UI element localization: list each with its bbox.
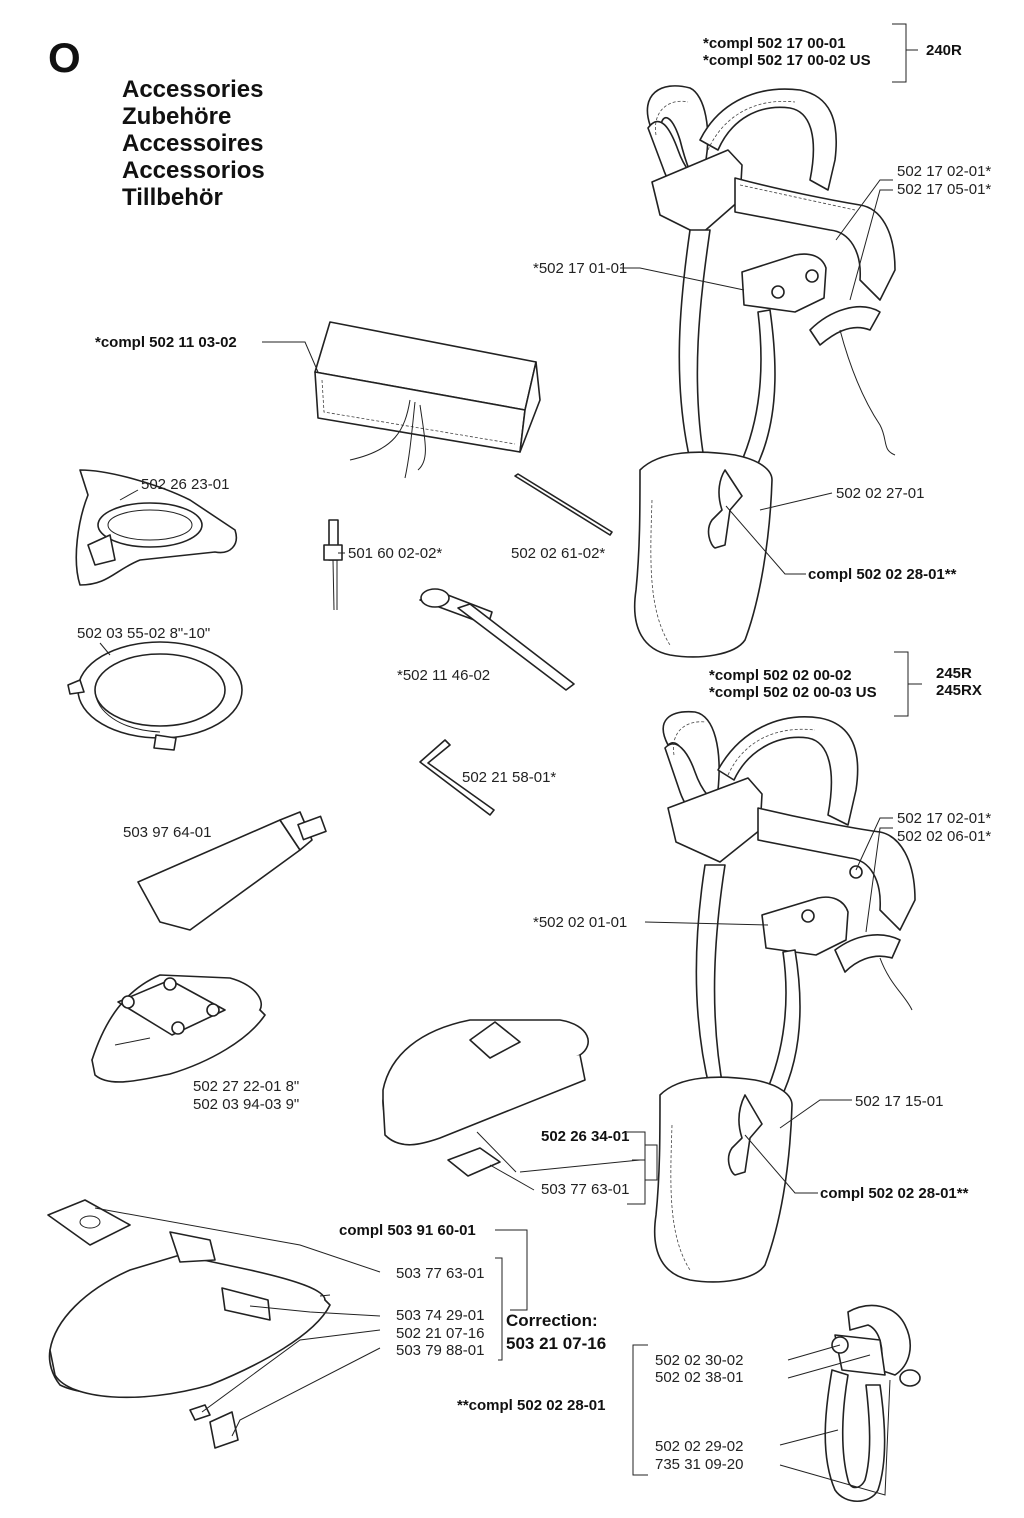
hook-part-4: 735 31 09-20: [655, 1456, 744, 1473]
harness-240r-part-4: 502 02 27-01: [836, 485, 925, 502]
pin-drawing: [514, 473, 613, 536]
wrench-label: *502 11 46-02: [397, 667, 491, 684]
grease-tube-drawing: [137, 811, 327, 931]
harness-245r-drawing: [654, 710, 916, 1283]
guard-small-label-1: 502 27 22-01 8": [193, 1078, 300, 1095]
harness-245r-compl-2: *compl 502 02 00-03 US: [709, 684, 877, 701]
leader-lines: [94, 179, 893, 1496]
ring-label: 502 03 55-02 8"-10": [77, 625, 211, 642]
harness-240r-part-1: 502 17 02-01*: [897, 163, 992, 180]
harness-240r-model: 240R: [926, 42, 962, 59]
harness-245r-part-4: 502 17 15-01: [855, 1093, 944, 1110]
brackets: [495, 23, 922, 1476]
guard-large-part-3: 502 21 07-16: [396, 1325, 485, 1342]
correction-title: Correction:: [506, 1311, 598, 1330]
section-letter: O: [48, 34, 81, 81]
guard-adapter-drawing: [75, 469, 237, 586]
hex-key-label: 502 21 58-01*: [462, 769, 557, 786]
hook-part-2: 502 02 38-01: [655, 1369, 744, 1386]
harness-240r-part-2: 502 17 05-01*: [897, 181, 992, 198]
guard-small-drawing: [91, 974, 266, 1083]
harness-245r-model-2: 245RX: [936, 682, 982, 699]
title-en: Accessories: [122, 76, 264, 103]
title-es: Accessorios: [122, 157, 265, 184]
harness-240r-part-5: compl 502 02 28-01**: [808, 566, 957, 583]
tool-rod-label: 501 60 02-02*: [348, 545, 443, 562]
hook-part-3: 502 02 29-02: [655, 1438, 744, 1455]
guard-mid-drawing: [382, 1019, 589, 1177]
harness-245r-compl-1: *compl 502 02 00-02: [709, 667, 852, 684]
guard-large-part-2: 503 74 29-01: [396, 1307, 485, 1324]
guard-large-compl-label: compl 503 91 60-01: [339, 1222, 476, 1239]
pin-label: 502 02 61-02*: [511, 545, 606, 562]
guard-large-part-1: 503 77 63-01: [396, 1265, 485, 1282]
ring-drawing: [67, 641, 243, 751]
guard-large-part-4: 503 79 88-01: [396, 1342, 485, 1359]
harness-240r-compl-2: *compl 502 17 00-02 US: [703, 52, 871, 69]
harness-240r-compl-1: *compl 502 17 00-01: [703, 35, 846, 52]
title-fr: Accessoires: [122, 130, 264, 157]
guard-small-label-2: 502 03 94-03 9": [193, 1096, 300, 1113]
harness-245r-part-3: *502 02 01-01: [533, 914, 628, 931]
hook-compl-label: **compl 502 02 28-01: [457, 1397, 606, 1414]
harness-245r-model-1: 245R: [936, 665, 972, 682]
wrench-drawing: [419, 588, 575, 691]
hook-assembly-drawing: [824, 1304, 921, 1503]
title-sv: Tillbehör: [122, 184, 223, 211]
grease-label: 503 97 64-01: [123, 824, 212, 841]
harness-245r-part-1: 502 17 02-01*: [897, 810, 992, 827]
harness-240r-drawing: [634, 85, 896, 658]
hex-key-drawing: [419, 739, 495, 816]
title-de: Zubehöre: [122, 103, 232, 130]
bag-label: *compl 502 11 03-02: [95, 334, 237, 351]
guard-adapter-label: 502 26 23-01: [141, 476, 230, 493]
harness-240r-part-3: *502 17 01-01: [533, 260, 628, 277]
harness-245r-part-2: 502 02 06-01*: [897, 828, 992, 845]
tool-rod-drawing: [323, 519, 343, 611]
bag-drawing: [314, 321, 541, 479]
guard-mid-plate-label: 503 77 63-01: [541, 1181, 630, 1198]
correction-value: 503 21 07-16: [506, 1334, 607, 1353]
hook-part-1: 502 02 30-02: [655, 1352, 744, 1369]
guard-mid-compl-label: 502 26 34-01: [541, 1128, 630, 1145]
harness-245r-part-5: compl 502 02 28-01**: [820, 1185, 969, 1202]
guard-large-drawing: [47, 1199, 331, 1449]
